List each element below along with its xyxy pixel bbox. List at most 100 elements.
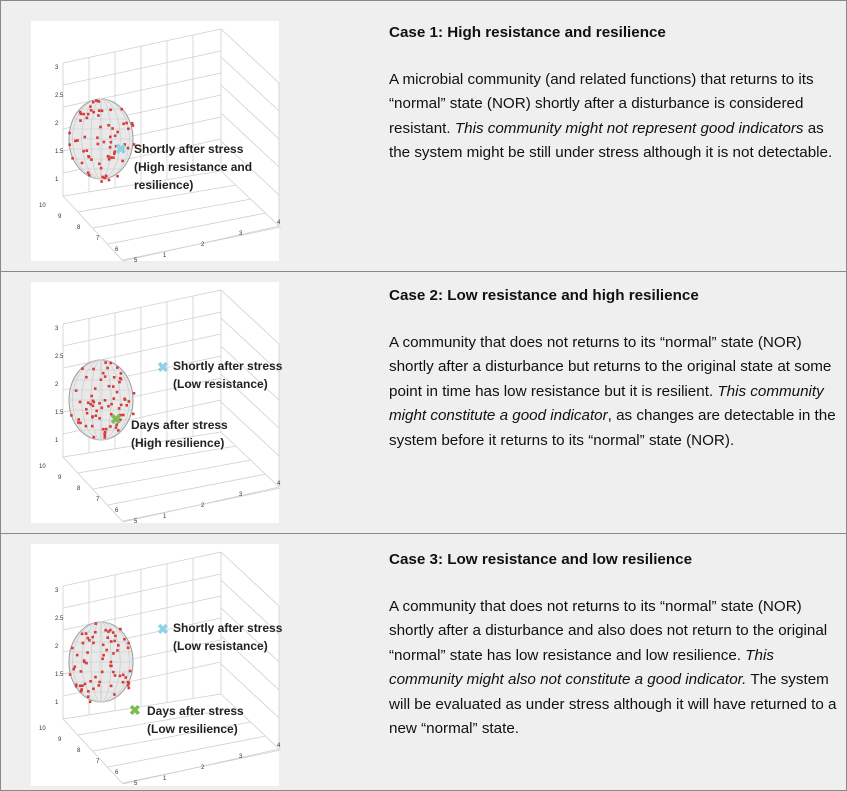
data-point	[101, 175, 104, 179]
data-point	[104, 361, 107, 364]
data-point	[91, 399, 95, 403]
axis-tick-label: 2	[201, 503, 205, 509]
case-1-text: Case 1: High resistance and resilience A…	[389, 21, 839, 166]
data-point	[119, 403, 123, 407]
data-point	[94, 622, 98, 625]
data-point	[123, 398, 127, 401]
case-1-label-2: (High resistance and	[134, 160, 253, 174]
data-point	[127, 400, 131, 403]
data-point	[109, 156, 113, 159]
data-point	[107, 630, 110, 633]
axis-tick-label: 2.5	[55, 354, 64, 360]
data-point	[116, 150, 120, 153]
grid-line	[220, 317, 280, 373]
data-point	[84, 632, 88, 635]
data-point	[117, 429, 120, 432]
grid-line	[107, 473, 267, 506]
axis-tick-label: 2	[201, 242, 205, 248]
data-point	[131, 124, 135, 127]
data-point	[103, 436, 106, 439]
data-point	[112, 385, 115, 388]
axis-tick-label: 3	[55, 588, 59, 594]
data-point	[100, 180, 103, 183]
data-point	[107, 178, 111, 182]
data-point	[120, 107, 124, 111]
case-1-title: Case 1: High resistance and resilience	[389, 24, 666, 41]
data-point	[99, 166, 103, 170]
grid-line	[77, 707, 237, 736]
case-2-label-1: Shortly after stress	[173, 359, 283, 373]
grid-line	[62, 170, 222, 197]
data-point	[122, 122, 125, 126]
axis-tick-label: 1	[163, 253, 167, 259]
data-point	[113, 639, 116, 643]
grid-line	[122, 487, 282, 522]
data-point	[130, 122, 134, 125]
data-point	[116, 366, 119, 369]
data-point	[101, 427, 105, 431]
data-point	[85, 116, 89, 120]
data-point	[116, 174, 119, 178]
data-point	[101, 371, 105, 375]
data-point	[109, 660, 113, 664]
data-point	[115, 423, 118, 426]
case-1-body: A microbial community (and related funct…	[389, 70, 833, 162]
data-point	[124, 676, 127, 679]
data-point	[99, 125, 102, 129]
grid-line	[220, 112, 280, 168]
axis-tick-label: 8	[77, 225, 81, 231]
data-point	[90, 394, 93, 398]
axis-tick-label: 10	[39, 203, 46, 209]
data-point	[109, 412, 113, 416]
data-point	[81, 367, 84, 370]
axis-tick-label: 2	[201, 765, 205, 771]
data-point	[87, 690, 90, 693]
data-point	[87, 155, 91, 159]
case-2-text: Case 2: Low resistance and high resilien…	[389, 284, 839, 453]
sphere-meridian	[72, 98, 130, 180]
data-point	[119, 418, 122, 421]
axis-tick-label: 3	[55, 65, 59, 71]
data-point	[117, 644, 120, 647]
case-3-body: A community that does not returns to its…	[389, 597, 837, 738]
axis-tick-label: 4	[277, 220, 281, 226]
data-point	[89, 109, 93, 112]
data-point	[126, 146, 130, 150]
axis-tick-label: 2	[55, 382, 59, 388]
data-point	[101, 643, 105, 647]
grid-line	[220, 401, 280, 457]
data-point	[107, 124, 110, 127]
grid-line	[220, 663, 280, 719]
data-point	[86, 112, 90, 116]
data-point	[127, 682, 131, 685]
data-point	[114, 426, 118, 429]
axis-tick-label: 3	[239, 231, 243, 237]
data-point	[104, 427, 108, 431]
data-point	[103, 176, 107, 180]
data-point	[92, 367, 95, 371]
data-point	[89, 105, 92, 108]
data-point	[83, 682, 87, 686]
data-point	[112, 376, 116, 379]
data-point	[108, 146, 112, 149]
data-point	[89, 680, 92, 683]
data-point	[98, 417, 101, 420]
data-point	[86, 651, 89, 654]
case-2-label-3: Days after stress	[131, 418, 228, 432]
data-point	[113, 674, 117, 677]
data-point	[106, 636, 109, 639]
data-point	[100, 109, 104, 113]
data-point	[126, 683, 130, 687]
data-point	[103, 434, 107, 437]
data-point	[98, 162, 101, 166]
grid-line	[62, 573, 222, 609]
data-point	[78, 110, 82, 114]
axis-tick-label: 9	[58, 475, 62, 481]
data-point	[119, 627, 122, 631]
grid-line	[62, 431, 222, 458]
data-point	[96, 136, 99, 139]
